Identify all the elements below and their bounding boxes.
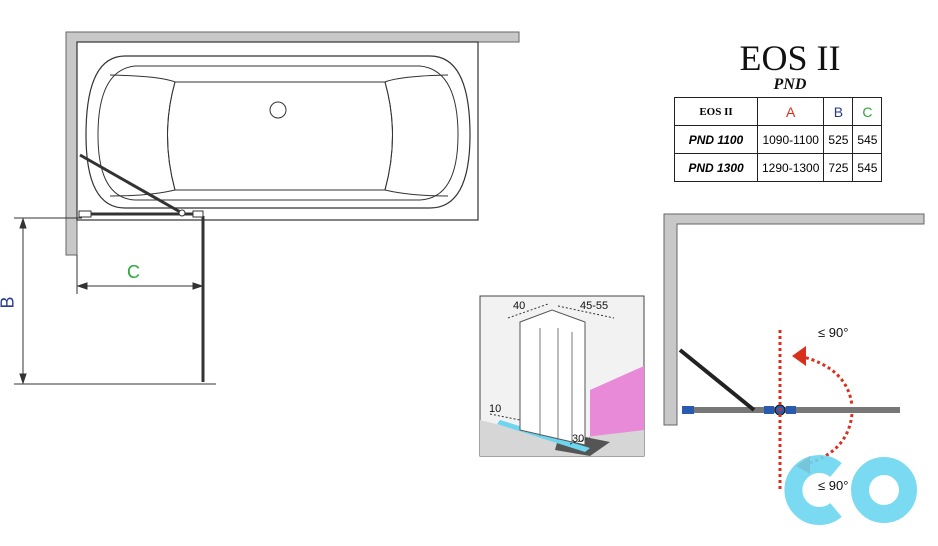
wall: [65, 31, 520, 256]
angle-arc-top: [799, 354, 854, 407]
hinge-1: [178, 209, 186, 217]
hinge-bracket: [192, 210, 204, 218]
bathtub-basin: [167, 81, 393, 191]
row-b: 525: [823, 125, 854, 154]
row-c: 545: [852, 125, 883, 154]
row-c: 545: [852, 153, 883, 182]
angle-diagram: [663, 213, 925, 490]
drain: [269, 101, 287, 119]
bathtub-inner: [97, 65, 459, 201]
row-a: 1090-1100: [756, 125, 825, 154]
angle-hinge-right: [786, 406, 796, 414]
c-arrow-left: [76, 282, 88, 290]
detail-dim-lines: [489, 303, 615, 445]
angle-wall: [663, 213, 925, 426]
header-c: C: [852, 97, 883, 126]
dimension-c-label: C: [127, 262, 140, 282]
dimension-lines: [14, 217, 216, 385]
angle-label-bottom: ≤ 90°: [818, 478, 849, 493]
table-header-row: EOS II A B C: [674, 97, 883, 126]
row-b: 725: [823, 153, 854, 182]
dim-40: [507, 303, 549, 319]
header-b: B: [823, 97, 854, 126]
bathtub-rim: [76, 41, 479, 221]
bathtub-outer: [85, 55, 471, 209]
label-depth: 10: [489, 403, 502, 415]
dimension-b-label: B: [0, 296, 19, 308]
dim-10: [489, 413, 521, 421]
profile-detail: [479, 295, 645, 457]
row-model: PND 1300: [674, 153, 758, 182]
angle-label-top: ≤ 90°: [818, 325, 849, 340]
dim-45-55: [557, 305, 615, 319]
profile-body: [519, 309, 586, 446]
header-model: EOS II: [674, 97, 758, 126]
row-a: 1290-1300: [756, 153, 825, 182]
angle-wall-bracket: [682, 406, 694, 414]
wall-profile: [78, 210, 92, 218]
angle-arrow-top: [792, 346, 806, 366]
c-arrow-right: [192, 282, 204, 290]
angle-hinge-left: [764, 406, 774, 414]
bathtub-headrest-right: [384, 74, 449, 197]
label-offset: 30: [572, 433, 585, 445]
label-range: 45-55: [580, 300, 609, 312]
watermark-logo: [784, 455, 917, 525]
spec-table: EOS II A B C PND 1100 1090-1100 525 545 …: [674, 97, 883, 182]
floor-gray: [480, 420, 644, 456]
watermark-o: [851, 457, 917, 523]
row-model: PND 1100: [674, 125, 758, 154]
model-subtitle: PND: [773, 76, 807, 93]
b-arrow-bottom: [19, 373, 27, 385]
model-title: EOS II: [739, 38, 841, 78]
angle-arc-bottom: [805, 413, 854, 466]
label-width: 40: [513, 300, 526, 312]
table-row: PND 1100 1090-1100 525 545: [674, 125, 883, 154]
b-arrow-top: [19, 217, 27, 229]
dim-30: [569, 437, 591, 445]
screen-plan: [78, 153, 205, 382]
bathtub-plan: [65, 31, 520, 256]
watermark-c: [784, 455, 842, 525]
swing-panel-folded: [79, 153, 183, 215]
header-a: A: [756, 97, 825, 126]
angle-panel-swing: [678, 348, 756, 412]
table-row: PND 1300 1290-1300 725 545: [674, 153, 883, 182]
